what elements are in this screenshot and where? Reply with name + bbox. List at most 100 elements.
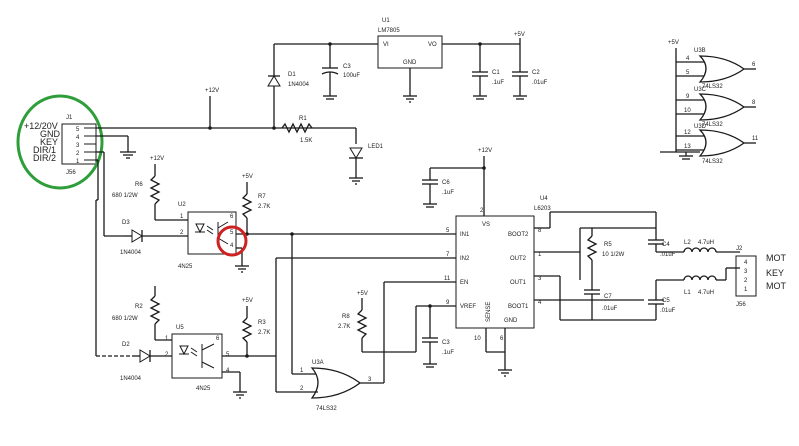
j2-label-key: KEY xyxy=(766,268,784,278)
u4-top-pin-num: 2 xyxy=(480,208,484,214)
r5-value: 10 1/2W xyxy=(602,252,625,258)
r6-value: 680 1/2W xyxy=(112,193,138,199)
j2-ref: J2 xyxy=(736,246,743,252)
u1-gnd: GND xyxy=(403,60,417,66)
u2-pin-2: 2 xyxy=(180,230,184,236)
led1-ref: LED1 xyxy=(368,144,384,150)
u2-section: +12V R6 680 1/2W D3 1N4004 U2 4N25 1 2 6… xyxy=(112,156,456,273)
rail-p5-b: +5V xyxy=(242,174,253,180)
j1-label-gnd: GND xyxy=(40,129,61,139)
c4-value: .01uF xyxy=(660,252,676,258)
rail-p5-c: +5V xyxy=(242,298,253,304)
r1-led-branch: +12V R1 1.5K LED1 xyxy=(205,88,384,185)
c6-top-ref: C6 xyxy=(442,180,450,186)
j2-pin-4: 4 xyxy=(744,260,748,266)
c5-value: .01uF xyxy=(660,308,676,314)
or-gate-u3c: U3C 74LS32 9 10 8 xyxy=(676,87,756,128)
u3d-part: 74LS32 xyxy=(702,159,723,165)
connector-j1: J1 J56 5 4 3 2 1 +12/20V GND KEY DIR/1 D… xyxy=(24,115,97,176)
r1-ref: R1 xyxy=(299,116,307,122)
u3d-pin-out: 11 xyxy=(752,136,759,142)
driver-u4: U4 L6203 5 IN1 7 IN2 11 EN 9 VREF 8 BOOT… xyxy=(422,148,551,377)
c7-ref: C7 xyxy=(604,294,612,300)
u5-pin-6: 6 xyxy=(216,336,220,342)
connector-j2: J2 J56 4 3 2 1 MOT KEY MOT xyxy=(735,246,786,308)
u2-pin-1: 1 xyxy=(180,214,184,220)
u3b-part: 74LS32 xyxy=(702,84,723,90)
rail-p12-a: +12V xyxy=(205,88,219,94)
u2-part: 4N25 xyxy=(178,264,193,270)
u4-left-pin-2-name: IN2 xyxy=(460,256,470,262)
u5-pin-4: 4 xyxy=(226,368,230,374)
u5-pin-5: 5 xyxy=(226,352,230,358)
u2-pin-6: 6 xyxy=(230,214,234,220)
u4-left-pin-1-num: 5 xyxy=(446,228,450,234)
u4-right-pin-1-name: BOOT2 xyxy=(508,232,529,238)
l1-ref: L1 xyxy=(684,290,691,296)
u4-right-pin-1-num: 8 xyxy=(538,228,542,234)
r8-ref: R8 xyxy=(342,314,350,320)
r6-ref: R6 xyxy=(135,182,143,188)
gates-vcc: +5V xyxy=(668,40,679,46)
j1-pin-5: 5 xyxy=(76,127,80,133)
j1-pin-4: 4 xyxy=(76,135,80,141)
j1-pin-3: 3 xyxy=(76,143,80,149)
spare-gates: +5V U3B 74LS32 4 5 6 U3C 74LS32 9 10 xyxy=(660,40,759,165)
or-gate-u3a: U3A 74LS32 1 2 3 xyxy=(275,234,456,412)
c6-top-value: .1uF xyxy=(442,190,454,196)
regulator-section: U1 LM7805 VI VO GND D1 1N4004 C3 100uF xyxy=(267,18,548,130)
or-gate-u3d: U3D 74LS32 12 13 11 xyxy=(676,124,759,165)
j2-label-mot2: MOT xyxy=(766,281,786,291)
r1-value: 1.5K xyxy=(300,138,312,144)
u5-part: 4N25 xyxy=(196,386,211,392)
c2-ref: C2 xyxy=(532,70,540,76)
u4-part: L6203 xyxy=(534,206,551,212)
u3b-ref: U3B xyxy=(694,48,706,54)
u4-right-pin-2-name: OUT2 xyxy=(510,256,527,262)
u3a-pin-2: 2 xyxy=(300,386,304,392)
u2-ref: U2 xyxy=(178,202,186,208)
u4-ref: U4 xyxy=(540,196,548,202)
u3c-pin-out: 8 xyxy=(752,100,756,106)
u3b-pin-a: 4 xyxy=(686,56,690,62)
d3-ref: D3 xyxy=(122,220,130,226)
u4-bottom-pin-2-num: 6 xyxy=(500,336,504,342)
u1-part: LM7805 xyxy=(378,28,400,34)
j2-pin-3: 3 xyxy=(744,269,748,275)
r3-ref: R3 xyxy=(258,320,266,326)
u4-bottom-pin-2-name: GND xyxy=(504,318,518,324)
c7-value: .01uF xyxy=(602,306,618,312)
u3a-pin-3: 3 xyxy=(368,377,372,383)
u4-bottom-pin-1-num: 10 xyxy=(474,336,481,342)
u3b-pin-out: 6 xyxy=(752,62,756,68)
j1-label-supply: +12/20V xyxy=(24,121,58,131)
j1-pin-2: 2 xyxy=(76,151,80,157)
r3-value: 2.7K xyxy=(258,330,270,336)
c4-ref: C4 xyxy=(662,242,670,248)
j2-pin-2: 2 xyxy=(744,278,748,284)
u3d-pin-a: 12 xyxy=(684,130,691,136)
u3c-ref: U3C xyxy=(694,87,707,93)
u3d-ref: U3D xyxy=(694,124,707,130)
u5-ref: U5 xyxy=(176,325,184,331)
c2-value: .01uF xyxy=(532,80,548,86)
u5-pin-1: 1 xyxy=(165,336,169,342)
u3b-pin-b: 5 xyxy=(686,70,690,76)
j1-label-key: KEY xyxy=(40,137,58,147)
r5-ref: R5 xyxy=(604,242,612,248)
j2-label-mot1: MOT xyxy=(766,253,786,263)
u5-pin-2: 2 xyxy=(165,352,169,358)
u1-ref: U1 xyxy=(382,18,390,24)
r8-value: 2.7K xyxy=(338,324,350,330)
u4-top-pin-name: VS xyxy=(482,222,490,228)
vref-section: +5V R8 2.7K C3 .1uF xyxy=(338,291,456,368)
j1-part: J56 xyxy=(66,170,76,176)
c5-ref: C5 xyxy=(662,298,670,304)
r2-ref: R2 xyxy=(135,304,143,310)
r7-value: 2.7K xyxy=(258,204,270,210)
u4-right-pin-2-num: 1 xyxy=(538,252,542,258)
u1-vo: VO xyxy=(428,42,437,48)
u3c-pin-a: 9 xyxy=(686,94,690,100)
u4-left-pin-2-num: 7 xyxy=(446,252,450,258)
